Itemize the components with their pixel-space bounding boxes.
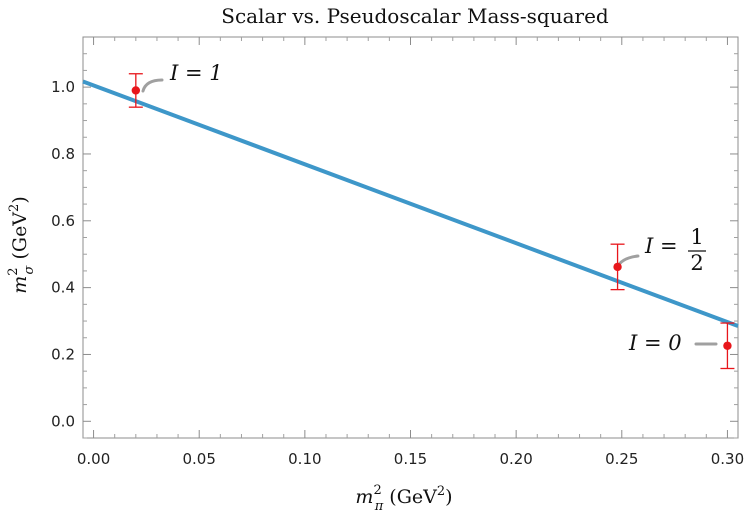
data-point (613, 262, 622, 272)
x-label-main: m (355, 486, 373, 508)
x-tick-label: 0.10 (288, 450, 321, 468)
x-tick-label: 0.00 (77, 450, 110, 468)
y-tick-label: 0.4 (51, 279, 75, 297)
chart-title: Scalar vs. Pseudoscalar Mass-squared (221, 4, 609, 28)
annotation-i1: I = 1 (169, 61, 223, 85)
annotation-i0: I = 0 (628, 331, 682, 355)
x-tick-label: 0.25 (605, 450, 638, 468)
y-label-main: m (9, 276, 31, 294)
y-tick-label: 0.8 (51, 145, 75, 163)
annotation-i-half: I = 1 2 (644, 225, 706, 275)
data-point (131, 86, 141, 95)
annotation-i-half-denominator: 2 (690, 251, 703, 275)
y-label-unit-open: (GeV (9, 212, 31, 266)
y-tick-label: 0.0 (51, 412, 75, 430)
plot-frame (82, 36, 739, 439)
x-tick-label: 0.05 (183, 450, 216, 468)
y-tick-label: 0.6 (51, 212, 75, 230)
y-label-sup: 2 (6, 267, 21, 275)
plot-area: 0.00 0.05 0.10 0.15 0.20 0.25 0.30 0.0 0.2 0.4 0.6… (51, 36, 744, 468)
callout-connector (141, 78, 164, 93)
x-label-unit-close: ) (445, 486, 452, 508)
y-tick-label: 0.2 (51, 345, 75, 363)
y-axis-label: m2σ (GeV2) (6, 196, 37, 294)
y-tick-label: 1.0 (51, 78, 75, 96)
x-tick-label: 0.30 (711, 450, 744, 468)
y-label-sub: σ (22, 264, 37, 274)
x-label-unit-sup: 2 (437, 484, 445, 499)
x-label-sup: 2 (373, 483, 381, 498)
y-label-unit-close: ) (9, 196, 31, 203)
y-label-unit-sup: 2 (7, 204, 22, 212)
fit-line (82, 79, 739, 328)
annotation-i-half-numerator: 1 (690, 225, 703, 249)
x-tick-label: 0.20 (499, 450, 532, 468)
annotation-i-half-prefix: I = (644, 234, 678, 258)
x-label-sub: π (374, 499, 384, 514)
x-tick-label: 0.15 (394, 450, 427, 468)
data-point (723, 341, 732, 350)
x-label-unit-open: (GeV (383, 486, 437, 508)
